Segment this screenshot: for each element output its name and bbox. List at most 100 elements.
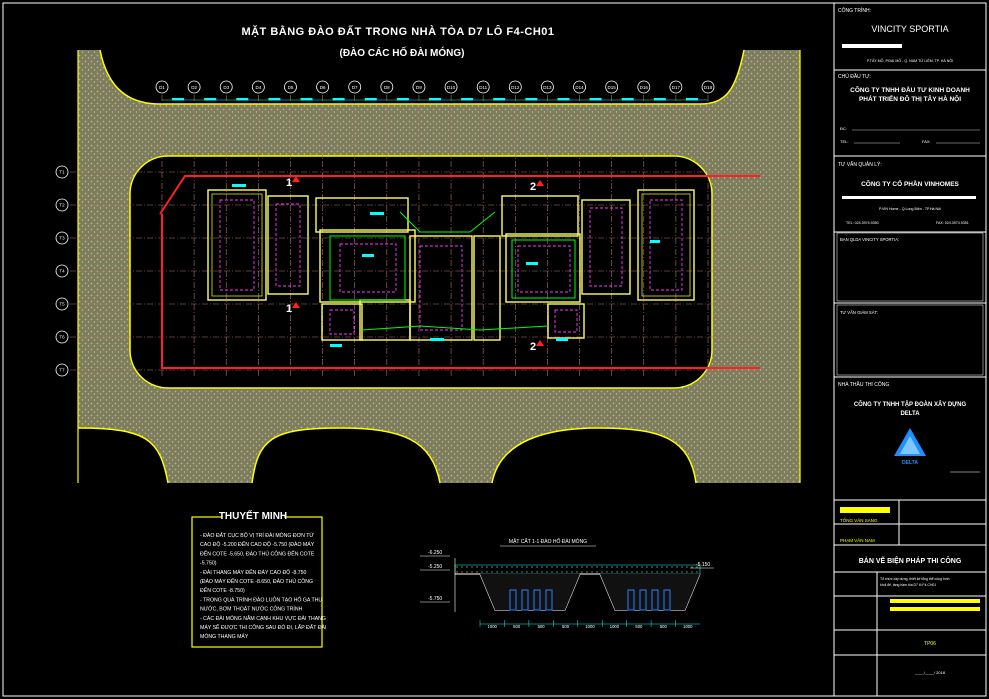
grid-col-label: D12 bbox=[511, 85, 520, 90]
building-area bbox=[129, 155, 713, 389]
grid-dim-tick bbox=[621, 98, 634, 101]
grid-col-label: D3 bbox=[223, 85, 229, 90]
supervisor-label: TƯ VẤN GIÁM SÁT: bbox=[840, 310, 878, 315]
excavation-boundary bbox=[159, 175, 760, 369]
project-name: VINCITY SPORTIA bbox=[871, 24, 948, 34]
grid-col-label: D1 bbox=[159, 85, 165, 90]
section-mark-2b: 2 bbox=[530, 341, 536, 353]
site-boundary-bottom bbox=[77, 427, 697, 484]
notes-line: - ĐÀO ĐẤT CỤC BỘ VỊ TRÍ ĐÀI MÓNG ĐƠN TỪ bbox=[200, 532, 314, 539]
grid-col-label: D10 bbox=[447, 85, 456, 90]
grid-col-label: D11 bbox=[479, 85, 487, 90]
grid-bubble-col: D13 bbox=[541, 80, 554, 94]
notes-line: - CÁC ĐÀI MÓNG NẰM CẠNH KHU VỰC ĐÀI THAN… bbox=[200, 614, 326, 622]
grid-dim-tick bbox=[396, 98, 409, 101]
section-marks: 1 1 2 2 bbox=[286, 176, 544, 353]
owner-label: CHỦ ĐẦU TƯ: bbox=[838, 73, 871, 80]
site-boundary bbox=[99, 49, 745, 105]
section-mark-2a: 2 bbox=[530, 181, 536, 193]
grid-row-label: T2 bbox=[59, 203, 65, 208]
notes-line: ĐẾN COTE -5.650, ĐÀO THỦ CÔNG ĐẾN COTE bbox=[200, 550, 315, 557]
grid-row-label: T1 bbox=[59, 170, 65, 175]
section-mark-1a: 1 bbox=[286, 177, 292, 189]
consultant-name: CÔNG TY CỔ PHẦN VINHOMES bbox=[861, 178, 959, 188]
notes-line: - ĐÀI THANG MÁY ĐẾN ĐÁY CAO ĐỘ -8.750 bbox=[200, 569, 306, 576]
section-dim-label: 500 bbox=[538, 624, 546, 629]
section-dim-label: 1000 bbox=[488, 624, 498, 629]
notes-line: NƯỚC, BƠM THOÁT NƯỚC CÔNG TRÌNH bbox=[200, 606, 303, 613]
notes-lines: - ĐÀO ĐẤT CỤC BỘ VỊ TRÍ ĐÀI MÓNG ĐƠN TỪ … bbox=[200, 532, 326, 640]
grid-col-label: D16 bbox=[640, 85, 649, 90]
tel-label: TEL: bbox=[840, 139, 848, 144]
project-address: P.TÂY MỖ, P.ĐẠI MỖ - Q. NAM TỪ LIÊM, TP.… bbox=[867, 58, 953, 63]
section-title: MẶT CẮT 1-1 ĐÀO HỐ ĐÀI MÓNG bbox=[509, 537, 587, 545]
owner-name-2: PHÁT TRIỂN ĐÔ THỊ TÂY HÀ NỘI bbox=[859, 94, 961, 103]
consultant-address: P.VIN Home - Q.Long Biên - TP.Hà Nội bbox=[879, 207, 941, 211]
level-2: -5.250 bbox=[428, 564, 442, 570]
grid-dim-tick bbox=[653, 98, 666, 101]
grid-bubble-col: D6 bbox=[316, 80, 329, 94]
sheet-code: TP06 bbox=[924, 641, 936, 647]
person-2: PHẠM VĂN NAM bbox=[840, 537, 875, 543]
grid-dim-tick bbox=[364, 98, 377, 101]
grid-row-label: T4 bbox=[59, 269, 65, 274]
grid-bubble-col: D7 bbox=[348, 80, 362, 94]
grid-dim-tick bbox=[589, 98, 602, 101]
board-label: BAN QLDA VINCITY SPORTIA: bbox=[840, 237, 899, 242]
grid-dim-tick bbox=[204, 98, 217, 101]
contractor-name-1: CÔNG TY TNHH TẬP ĐOÀN XÂY DỰNG bbox=[854, 400, 967, 408]
section-view: MẶT CẮT 1-1 ĐÀO HỐ ĐÀI MÓNG -6.250 -5.25… bbox=[420, 537, 714, 629]
grid-bubble-col: D14 bbox=[573, 80, 586, 94]
sheet-number: ____/____/ 2018 bbox=[914, 670, 946, 675]
grid-row-label: T7 bbox=[59, 368, 65, 373]
section-dim-label: 1000 bbox=[610, 624, 620, 629]
grid-col-label: D7 bbox=[352, 85, 358, 90]
project-label: CÔNG TRÌNH: bbox=[838, 7, 871, 14]
grid-bubble-col: D16 bbox=[637, 80, 651, 94]
grid-dim-tick bbox=[493, 98, 506, 101]
sheet-title: BẢN VẼ BIỆN PHÁP THI CÔNG bbox=[859, 556, 962, 565]
grid-dim-tick bbox=[268, 98, 281, 101]
grid-bubble-col: D9 bbox=[412, 80, 426, 94]
grid-col-label: D15 bbox=[608, 85, 617, 90]
grid-bubble-col: D2 bbox=[187, 80, 201, 94]
notes-line: MÁY SẼ ĐƯỢC THI CÔNG SAU ĐÓ ĐI, LẤP ĐẤT … bbox=[200, 624, 326, 631]
grid-dim-tick bbox=[300, 98, 313, 101]
grid-col-label: D14 bbox=[575, 85, 584, 90]
section-dim-label: 500 bbox=[562, 624, 570, 629]
consultant-fax: FAX: 024.3974.9351 bbox=[936, 221, 969, 225]
grid-bubble-row: T5 bbox=[55, 297, 69, 311]
owner-name-1: CÔNG TY TNHH ĐẦU TƯ KINH DOANH bbox=[850, 84, 970, 94]
logo-text: DELTA bbox=[902, 460, 918, 466]
grid-bubble-row: T2 bbox=[55, 198, 69, 212]
section-mark-1b: 1 bbox=[286, 303, 292, 315]
person-1: TỐNG VĂN SANG bbox=[840, 517, 878, 523]
section-dim-label: 1000 bbox=[585, 624, 595, 629]
retaining-walls bbox=[329, 211, 576, 331]
section-dim-label: 500 bbox=[660, 624, 668, 629]
section-piles bbox=[509, 589, 671, 611]
grid-dim-tick bbox=[557, 98, 570, 101]
grid-bubble-col: D5 bbox=[284, 80, 297, 94]
plan-dimension-marks bbox=[232, 184, 660, 347]
level-3: -5.750 bbox=[428, 596, 442, 602]
grid-bubble-row: T3 bbox=[55, 231, 69, 245]
grid-bubble-col: D10 bbox=[444, 80, 458, 94]
level-4: -5.150 bbox=[696, 562, 710, 568]
notes-line: ĐẾN COTE -8.750) bbox=[200, 587, 245, 594]
grid-col-label: D4 bbox=[255, 85, 261, 90]
grid-bubble-row: T7 bbox=[55, 363, 69, 377]
notes-line: (ĐÀO MÁY ĐẾN COTE -8.650, ĐÀO THỦ CÔNG bbox=[200, 578, 313, 585]
level-1: -6.250 bbox=[428, 550, 442, 556]
delta-logo: DELTA bbox=[894, 428, 926, 466]
sheet-desc-1: Tổ chức xây dựng, thiết kế tổng thể công… bbox=[880, 577, 950, 581]
grid-row-label: T6 bbox=[59, 335, 65, 340]
dc-label: ĐC: bbox=[840, 126, 847, 131]
title-block: CÔNG TRÌNH: VINCITY SPORTIA P.TÂY MỖ, P.… bbox=[833, 2, 987, 697]
grid-col-label: D6 bbox=[320, 85, 326, 90]
grid-dim-tick bbox=[332, 98, 345, 101]
grid-bubble-col: D4 bbox=[251, 80, 265, 94]
grid-col-label: D13 bbox=[543, 85, 552, 90]
